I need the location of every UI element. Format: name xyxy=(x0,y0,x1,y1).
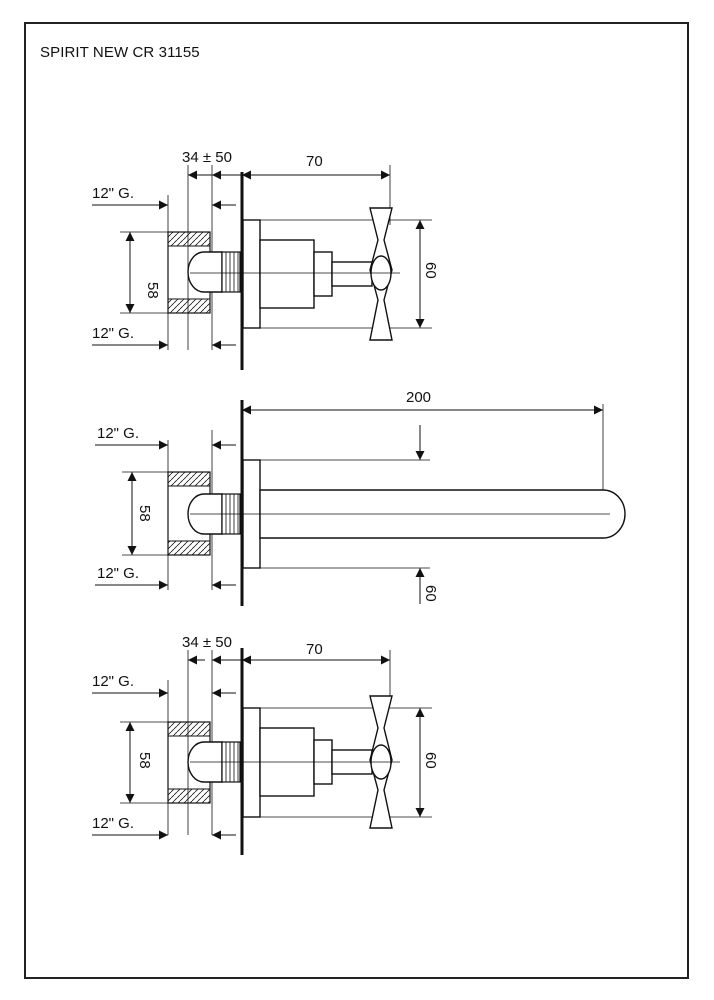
dim-gauge-top: 12" G. xyxy=(92,185,134,202)
dim-projection: 70 xyxy=(306,641,323,658)
dim-gauge-top: 12" G. xyxy=(97,425,139,442)
dim-spout-length: 200 xyxy=(406,389,431,406)
dim-gauge-bottom: 12" G. xyxy=(97,565,139,582)
valve-view-top xyxy=(92,165,432,370)
dim-wall-range: 34 ± 50 xyxy=(182,634,232,651)
drawing-frame xyxy=(24,22,689,979)
dim-gauge-top: 12" G. xyxy=(92,673,134,690)
valve-view-bottom xyxy=(92,648,432,855)
dim-projection: 70 xyxy=(306,153,323,170)
dim-height: 58 xyxy=(136,505,153,522)
dim-height: 58 xyxy=(144,282,161,299)
dim-gauge-bottom: 12" G. xyxy=(92,815,134,832)
spout-view xyxy=(95,400,626,606)
dim-wall-range: 34 ± 50 xyxy=(182,149,232,166)
drawing-title: SPIRIT NEW CR 31155 xyxy=(40,44,200,61)
dim-flange: 60 xyxy=(422,752,439,769)
dim-flange: 60 xyxy=(422,585,439,602)
dim-gauge-bottom: 12" G. xyxy=(92,325,134,342)
dim-height: 58 xyxy=(136,752,153,769)
dim-flange: 60 xyxy=(422,262,439,279)
